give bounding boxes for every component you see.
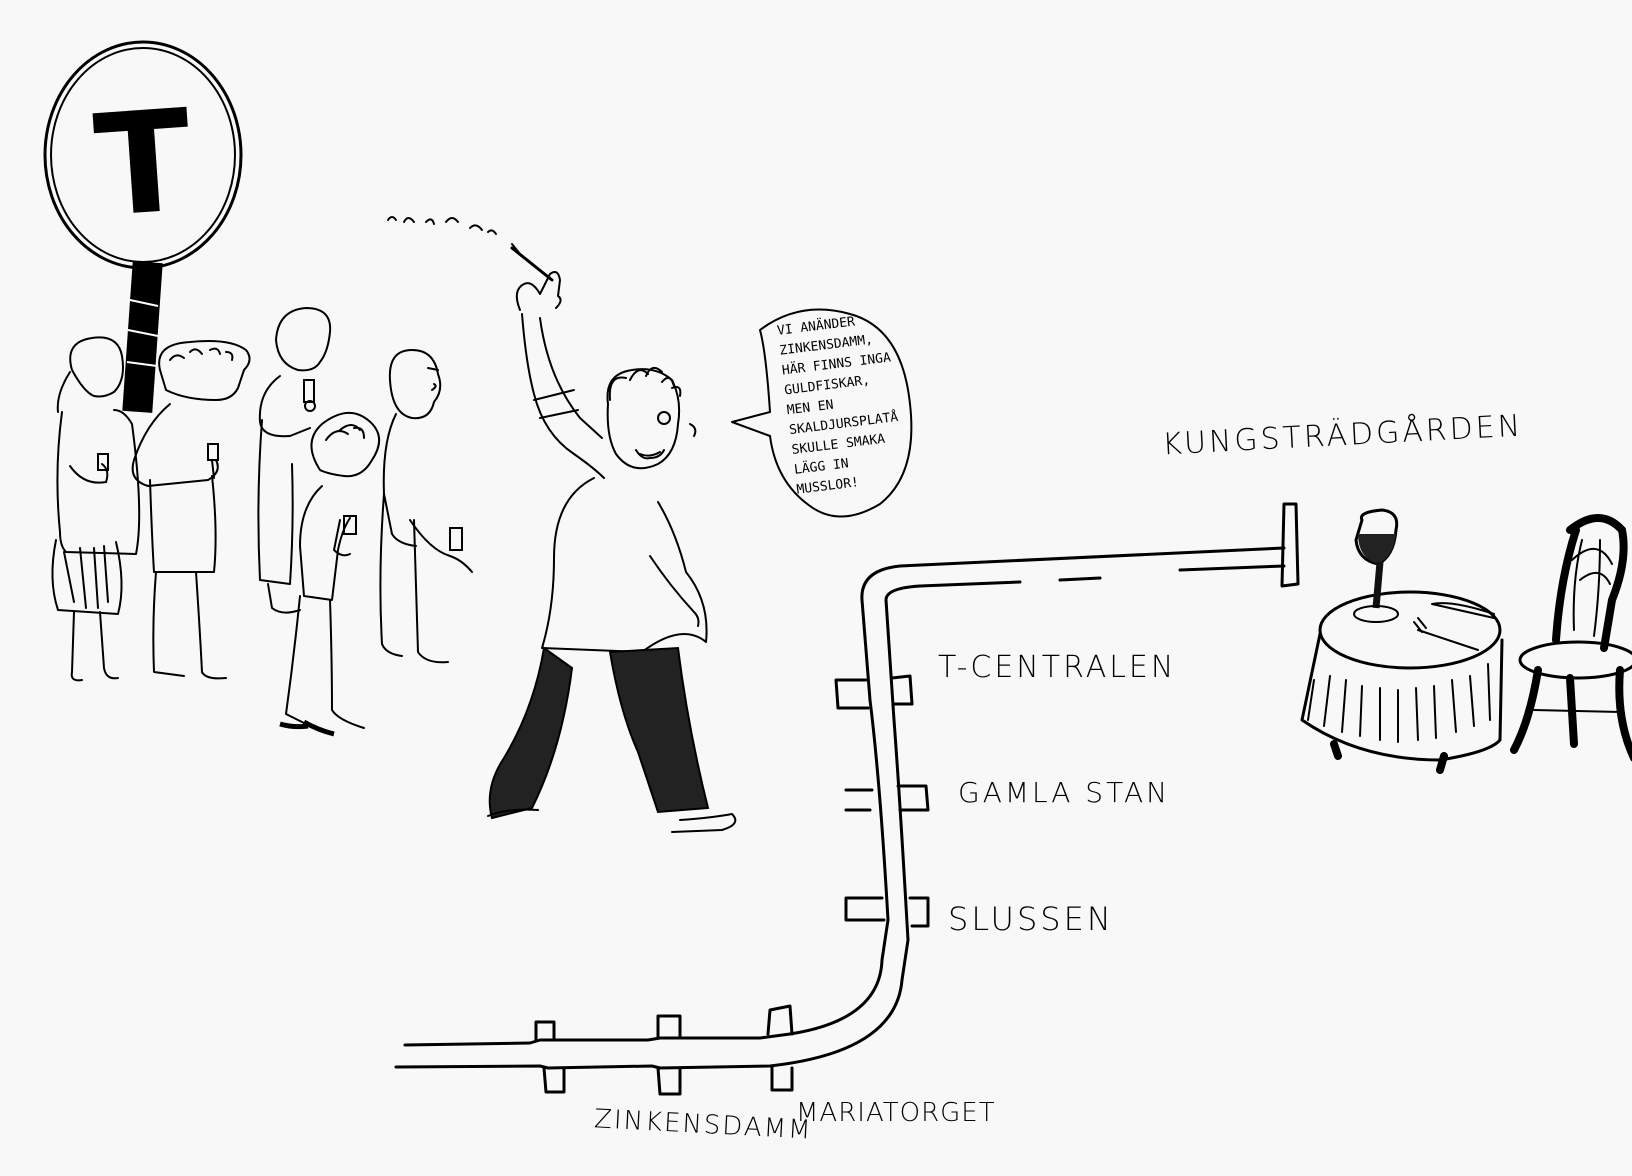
speech-bubble: [731, 308, 913, 518]
station-label-t-centralen: T-CENTRALEN: [938, 650, 1177, 685]
person-5: [379, 349, 473, 664]
waiting-people: [51, 307, 473, 737]
station-label-mariatorget: MARIATORGET: [796, 1098, 996, 1128]
stub-hornstull: [534, 1020, 566, 1094]
metro-t-icon: T: [90, 80, 197, 249]
stub-gamla-stan: [844, 784, 930, 812]
knife-icon: [1431, 602, 1495, 619]
stub-slussen: [844, 896, 930, 928]
line-inner: [394, 564, 1286, 1070]
wine-glass-icon: [1353, 508, 1399, 623]
bistro-chair: [1510, 514, 1632, 762]
stub-mariatorget: [766, 1004, 794, 1092]
station-label-gamla-stan: GAMLA STAN: [958, 776, 1171, 809]
person-2: [131, 340, 251, 680]
metro-sign: T: [43, 40, 243, 413]
station-label-slussen: SLUSSEN: [948, 900, 1114, 938]
restaurant-table: [1300, 590, 1504, 774]
line-outer: [403, 546, 1286, 1047]
person-4: [279, 412, 380, 737]
speech-bubble-text: VI ANÄNDER ZINKENSDAMM, HÄR FINNS INGA G…: [776, 306, 925, 500]
person-3: [257, 307, 332, 614]
stub-t-centralen: [834, 674, 914, 710]
sign-pole: [122, 261, 163, 413]
fork-icon: [1413, 617, 1479, 651]
metro-line: [394, 502, 1300, 1096]
stub-zinkensdamm: [656, 1014, 682, 1096]
dancing-man: [387, 216, 737, 833]
terminus-bar: [1280, 502, 1300, 588]
person-1: [51, 336, 141, 682]
